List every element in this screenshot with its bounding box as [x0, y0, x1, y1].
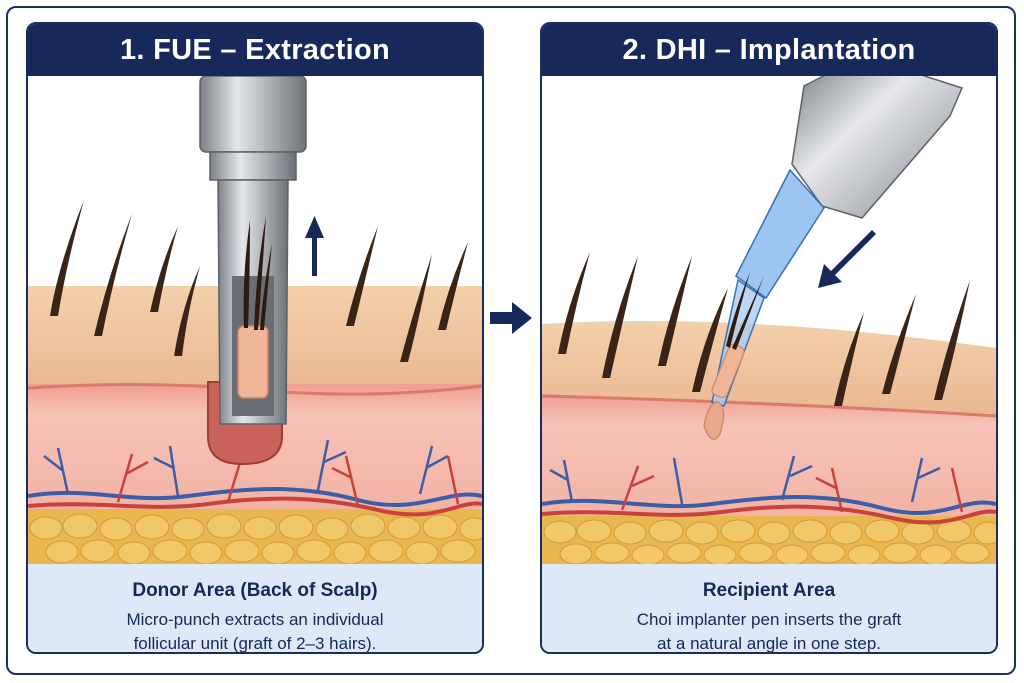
implanter-pen — [703, 76, 964, 441]
figure-frame — [6, 6, 1016, 675]
fue-illustration — [28, 76, 482, 564]
dermis-layer — [542, 394, 996, 516]
punch-collar — [209, 151, 297, 181]
vein-vessel — [542, 495, 996, 515]
vessel-branches — [43, 439, 460, 507]
artery-vessel — [542, 504, 996, 525]
dhi-caption-line-1: Choi implanter pen inserts the graft — [636, 610, 902, 629]
dhi-illustration — [542, 76, 996, 564]
fue-panel: 1. FUE – Extraction — [26, 22, 484, 654]
dhi-caption: Recipient Area Choi implanter pen insert… — [542, 564, 996, 653]
fat-cells — [543, 519, 996, 564]
dhi-caption-line-2: at a natural angle in one step. — [657, 634, 881, 653]
graft-hairs — [243, 216, 272, 330]
punch-handle — [199, 76, 307, 153]
dhi-caption-title: Recipient Area — [702, 580, 836, 601]
vessel-branches — [549, 455, 964, 513]
hair-strands — [50, 200, 468, 362]
fue-caption: Donor Area (Back of Scalp) Micro-punch e… — [28, 564, 482, 653]
dhi-panel-title: 2. DHI – Implantation — [542, 24, 996, 76]
hair-strands — [558, 252, 970, 406]
pen-steel-body — [791, 76, 964, 219]
fue-caption-line-2: follicular unit (graft of 2–3 hairs). — [133, 634, 377, 653]
up-arrow-icon — [305, 216, 324, 276]
fat-cells — [29, 513, 482, 564]
pen-blue-sleeve — [735, 168, 825, 300]
follicular-graft — [237, 325, 269, 399]
graft-hairs — [726, 272, 764, 350]
dermis-boundary — [542, 394, 996, 418]
artery-vessel — [28, 496, 482, 517]
right-arrow-icon — [490, 302, 532, 334]
dhi-panel: 2. DHI – Implantation — [540, 22, 998, 654]
fue-caption-line-1: Micro-punch extracts an individual — [126, 610, 384, 629]
graft-bulb — [703, 401, 725, 441]
fue-panel-title: 1. FUE – Extraction — [28, 24, 482, 76]
follicular-graft — [711, 343, 745, 399]
down-left-arrow-icon — [818, 230, 876, 288]
vein-vessel — [28, 487, 482, 507]
fue-caption-title: Donor Area (Back of Scalp) — [132, 580, 378, 601]
